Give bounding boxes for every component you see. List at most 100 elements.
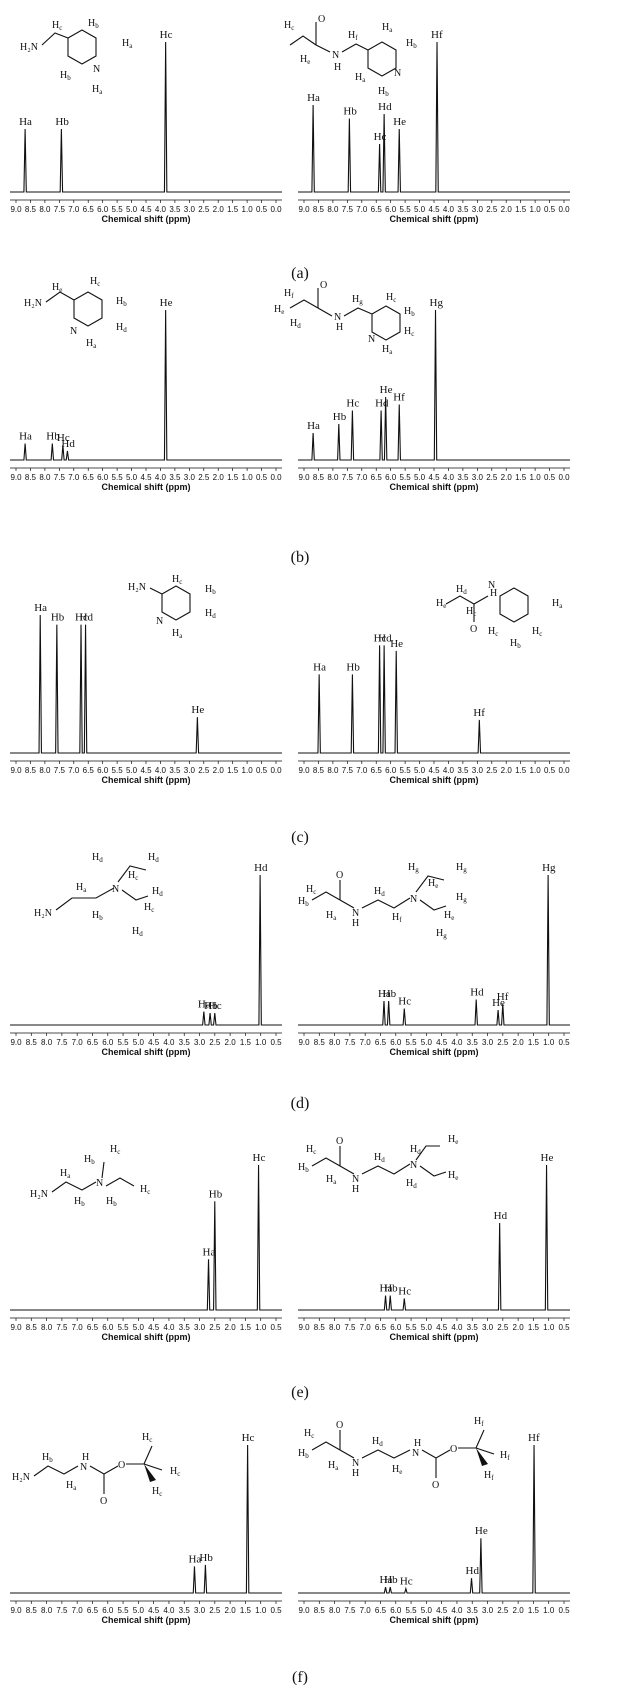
svg-text:Hc: Hc [466,606,476,618]
x-tick-label: 6.5 [375,1038,387,1047]
peak-label: Ha [203,1246,216,1258]
svg-text:Hb: Hb [378,86,389,98]
svg-text:Hd: Hd [374,886,385,898]
svg-text:H₂N: H₂N [24,298,42,309]
svg-text:Hd: Hd [372,1436,383,1448]
svg-text:He: He [52,282,62,294]
x-tick-label: 5.5 [112,473,124,482]
caption-b: (b) [291,549,310,566]
x-tick-label: 5.0 [126,473,138,482]
svg-text:H: H [352,1184,359,1195]
x-tick-label: 2.5 [209,1606,221,1615]
svg-text:Hc: Hc [304,1428,314,1440]
x-tick-label: 9.0 [298,473,310,482]
svg-text:Hb: Hb [60,70,71,82]
svg-text:Ha: Ha [355,72,366,84]
x-tick-label: 7.5 [344,1323,356,1332]
svg-text:Hd: Hd [205,608,216,620]
svg-text:H₂N: H₂N [20,42,38,53]
x-tick-label: 4.5 [140,766,152,775]
peak-label: He [191,704,204,716]
x-tick-label: 4.0 [451,1323,463,1332]
peak-label: Hb [346,661,360,673]
x-tick-label: 9.0 [10,766,22,775]
peak-label: Hf [528,1432,540,1444]
x-tick-label: 6.0 [385,766,397,775]
x-tick-label: 8.0 [41,1606,53,1615]
svg-text:Hc: Hc [386,292,396,304]
svg-text:Hd: Hd [148,852,159,864]
svg-text:N: N [488,580,495,591]
peak-label: Hd [470,987,484,999]
x-tick-label: 7.0 [72,1038,84,1047]
peak-label: He [380,384,393,396]
x-tick-label: 0.5 [558,1606,570,1615]
x-tick-label: 5.5 [400,766,412,775]
x-axis-label: Chemical shift (ppm) [101,775,190,785]
svg-text:Ha: Ha [172,628,183,640]
peak-label: Hc [209,1000,222,1012]
caption-c: (c) [291,829,309,846]
svg-text:Hc: Hc [90,276,100,288]
x-tick-label: 0.5 [256,205,268,214]
svg-text:Ha: Ha [76,882,87,894]
peak-label: He [390,638,403,650]
x-tick-label: 4.5 [148,1038,160,1047]
x-tick-label: 0.5 [270,1038,282,1047]
x-tick-label: 8.0 [329,1606,341,1615]
x-tick-label: 9.0 [298,766,310,775]
x-tick-label: 4.0 [443,766,455,775]
svg-text:Hd: Hd [290,318,301,330]
peak-label: Hd [61,438,75,450]
x-tick-label: 7.0 [360,1323,372,1332]
caption-f: (f) [292,1669,308,1685]
x-tick-label: 9.0 [10,1323,22,1332]
x-tick-label: 7.0 [68,766,80,775]
x-tick-label: 8.5 [314,1323,326,1332]
x-tick-label: 5.0 [414,766,426,775]
peak-label: Hb [55,116,69,128]
x-axis-label: Chemical shift (ppm) [101,1615,190,1625]
x-tick-label: 4.5 [436,1038,448,1047]
x-tick-label: 7.5 [342,473,354,482]
x-tick-label: 2.5 [486,473,498,482]
x-tick-label: 2.0 [513,1038,525,1047]
x-tick-label: 4.0 [451,1038,463,1047]
x-tick-label: 8.5 [314,1038,326,1047]
x-tick-label: 0.5 [256,766,268,775]
spectrum-trace [298,645,570,754]
x-tick-label: 4.0 [163,1038,175,1047]
svg-text:Ha: Ha [326,910,337,922]
molecule-b-right: Hf O NH Hg He Hd Hc Hb Hc N Ha [274,280,415,356]
spectrum-trace [298,1164,570,1311]
peak-label: Ha [19,431,32,443]
peak-label: Hc [398,996,411,1008]
x-tick-label: 7.5 [56,1323,68,1332]
peak-label: Hb [343,106,357,118]
x-tick-label: 8.5 [25,473,37,482]
svg-text:Hc: Hc [284,20,294,32]
peak-label: Ha [307,92,320,104]
x-tick-label: 9.0 [298,1323,310,1332]
svg-text:H₂N: H₂N [34,908,52,919]
svg-text:O: O [118,1460,125,1471]
caption-a: (a) [291,265,309,282]
x-tick-label: 7.5 [342,766,354,775]
peak-label: Hf [393,392,405,404]
svg-text:Hc: Hc [404,326,414,338]
x-tick-label: 2.5 [486,766,498,775]
x-tick-label: 8.5 [313,473,325,482]
svg-text:Ha: Ha [66,1480,77,1492]
x-tick-label: 0.5 [558,1323,570,1332]
x-tick-label: 2.0 [213,473,225,482]
peak-label: He [541,1152,554,1164]
x-tick-label: 5.5 [117,1323,129,1332]
x-tick-label: 4.0 [443,205,455,214]
svg-text:Hc: Hc [142,1432,152,1444]
svg-text:Ha: Ha [60,1168,71,1180]
spectrum-trace [10,41,282,193]
x-tick-label: 6.0 [97,766,109,775]
